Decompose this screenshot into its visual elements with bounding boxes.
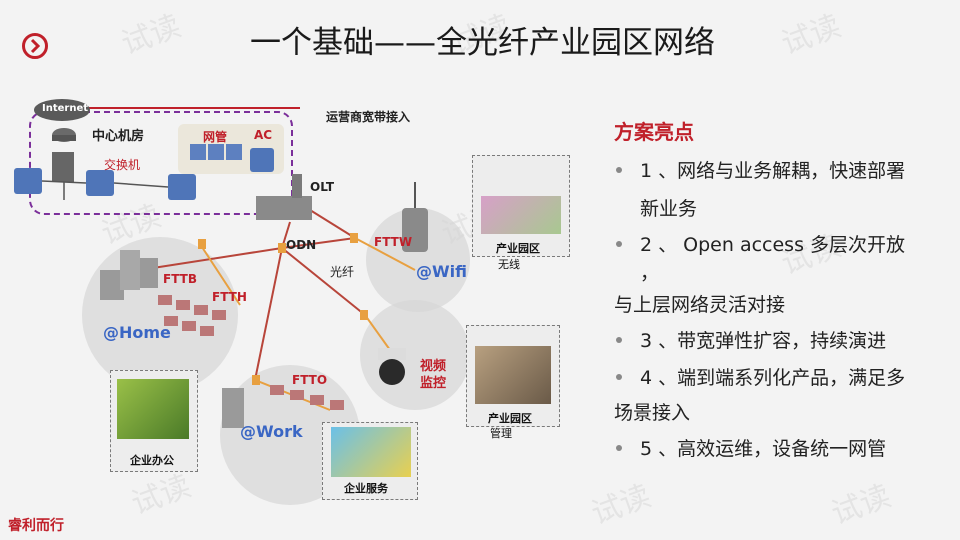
ftth-label: FTTH	[212, 290, 247, 304]
central-room-label: 中心机房	[92, 129, 145, 144]
highlights-title: 方案亮点	[614, 120, 694, 144]
highlight-line-6: 3 、带宽弹性扩容，持续演进	[640, 330, 887, 352]
watermark: 试读	[827, 478, 896, 532]
camera-icon	[378, 348, 406, 385]
highlight-line-4: ，	[640, 262, 660, 284]
park-wireless-photo	[472, 155, 570, 257]
footer-brand: 睿利而行	[8, 518, 64, 534]
building-icon	[100, 250, 226, 336]
work-label: @Work	[240, 422, 303, 441]
olt-label: OLT	[310, 180, 335, 194]
enterprise-service-caption: 企业服务	[344, 482, 388, 495]
enterprise-office-photo	[110, 370, 198, 472]
wifi-label: @Wifi	[416, 262, 467, 281]
highlight-line-9: 5 、高效运维，设备统一网管	[640, 438, 887, 460]
fttw-label: FTTW	[374, 235, 413, 249]
cloud-icon	[34, 99, 90, 121]
router-icon	[52, 128, 76, 142]
page-title: 一个基础——全光纤产业园区网络	[250, 25, 715, 61]
olt-device	[256, 174, 312, 220]
highlight-line-8: 场景接入	[614, 402, 691, 424]
internet-label: Internet	[42, 103, 89, 114]
home-label: @Home	[103, 323, 171, 342]
park-mgmt-caption-2: 管理	[490, 427, 512, 440]
highlight-line-5: 与上层网络灵活对接	[614, 294, 786, 316]
bullet-dot	[616, 445, 622, 451]
highlight-line-7: 4 、端到端系列化产品，满足多	[640, 367, 906, 389]
highlight-line-3: 2 、 Open access 多层次开放	[640, 234, 906, 256]
server-icon	[190, 144, 242, 160]
park-mgmt-photo	[466, 325, 560, 427]
ac-label: AC	[254, 128, 273, 142]
bullet-dot	[616, 337, 622, 343]
operator-access-label: 运营商宽带接入	[326, 110, 411, 124]
logo-chevron-icon	[22, 33, 48, 59]
park-wireless-caption-2: 无线	[498, 258, 520, 271]
switch-icon	[14, 148, 274, 200]
video-label-1: 视频	[420, 359, 447, 374]
enterprise-service-photo	[322, 422, 418, 500]
enterprise-office-caption: 企业办公	[130, 454, 174, 467]
netmgmt-label: 网管	[203, 130, 228, 144]
park-wireless-caption-1: 产业园区	[496, 242, 540, 255]
odn-label: ODN	[286, 238, 317, 252]
bullet-dot	[616, 167, 622, 173]
fttb-label: FTTB	[163, 272, 197, 286]
highlight-line-1: 1 、网络与业务解耦，快速部署	[640, 160, 906, 182]
watermark: 试读	[117, 8, 186, 62]
ftto-label: FTTO	[292, 373, 328, 387]
bullet-dot	[616, 374, 622, 380]
ap-icon	[402, 182, 428, 252]
fiber-label: 光纤	[330, 265, 355, 279]
park-mgmt-caption-1: 产业园区	[488, 412, 532, 425]
highlight-line-2: 新业务	[640, 198, 698, 220]
switch-label: 交换机	[104, 158, 141, 172]
bullet-dot	[616, 241, 622, 247]
network-diagram	[14, 99, 470, 505]
video-label-2: 监控	[420, 376, 447, 391]
watermark: 试读	[777, 8, 846, 62]
